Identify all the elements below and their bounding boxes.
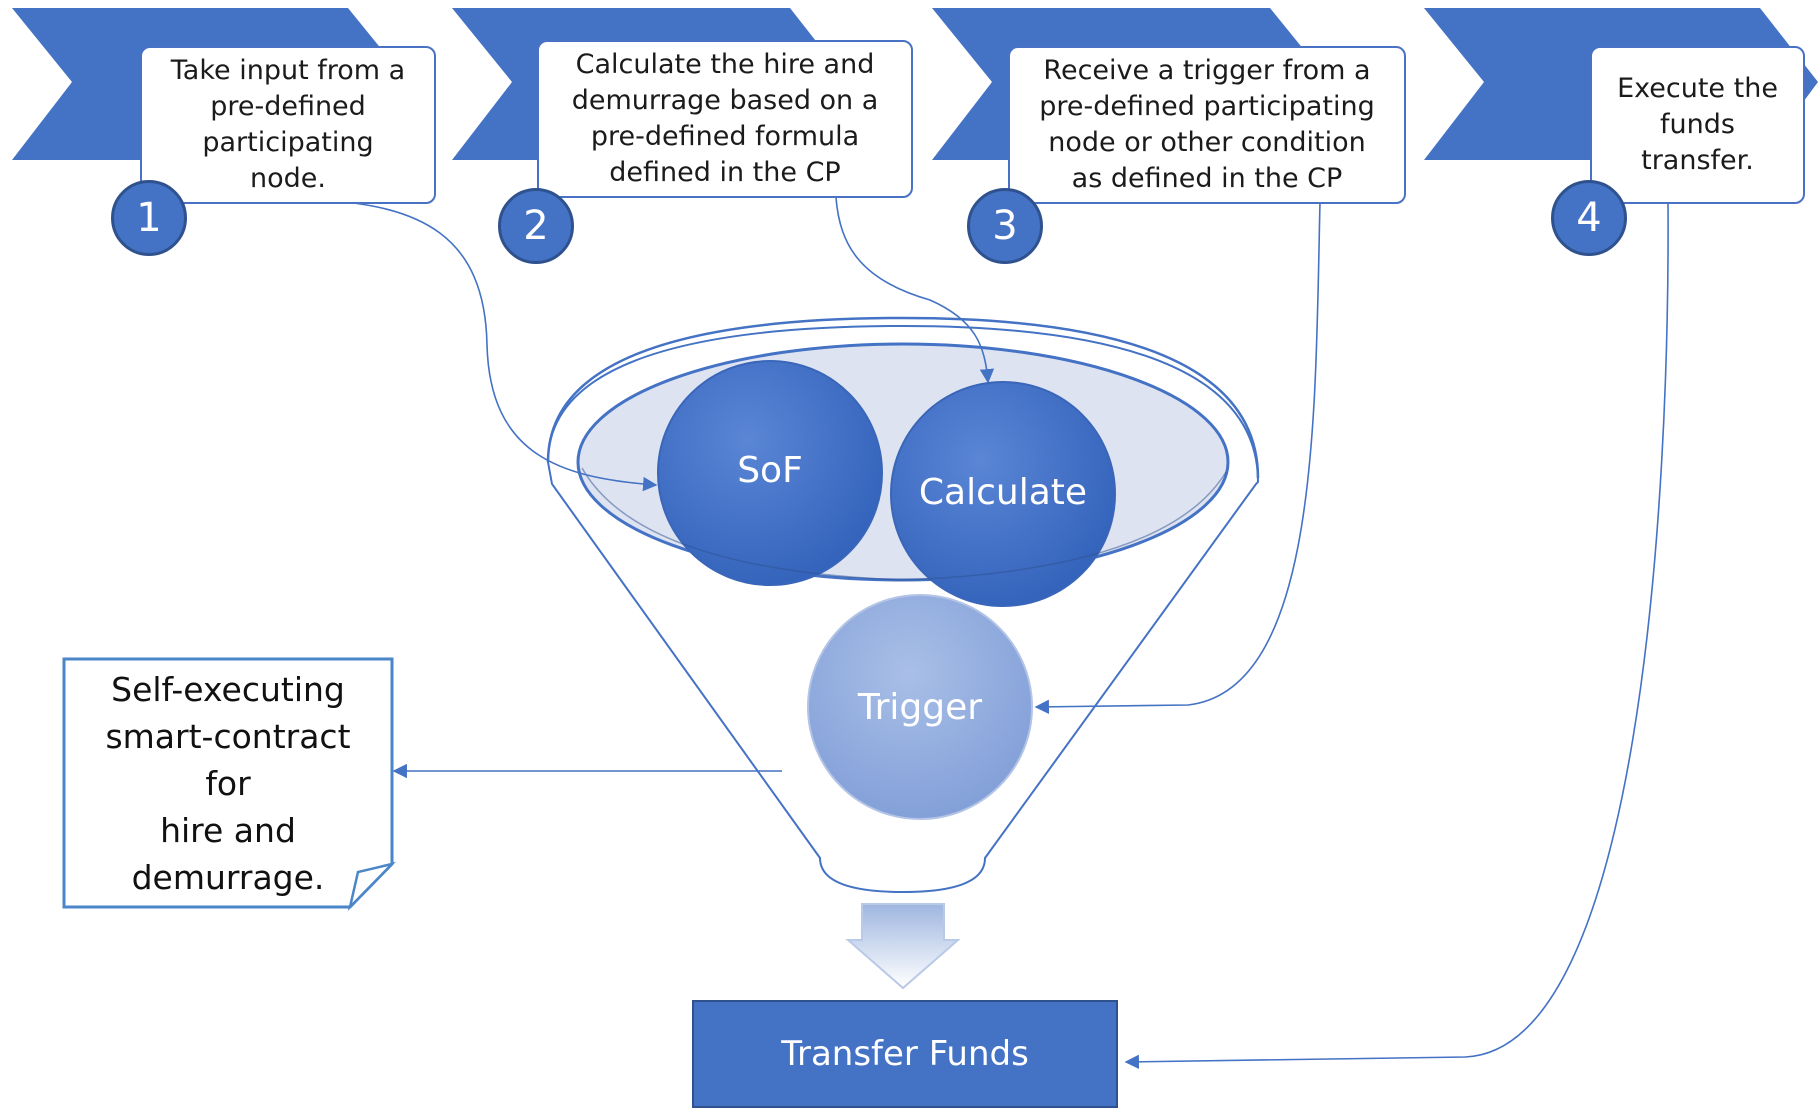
step-1-number: 1 — [111, 180, 187, 256]
connector-step3-to-trigger — [1034, 201, 1321, 715]
trigger-label: Trigger — [857, 686, 983, 728]
step-1-box: Take input from a pre-defined participat… — [140, 46, 436, 204]
step-4-box: Execute the funds transfer. — [1590, 46, 1805, 204]
step-4-number: 4 — [1551, 180, 1627, 256]
calculate-label: Calculate — [918, 471, 1088, 513]
step-3-number: 3 — [967, 188, 1043, 264]
smart-contract-note: Self-executing smart-contract for hire a… — [105, 669, 351, 897]
step-3-box: Receive a trigger from a pre-defined par… — [1008, 46, 1406, 204]
calculate-circle-shape — [890, 381, 1116, 607]
step-2-box: Calculate the hire and demurrage based o… — [537, 40, 913, 198]
funnel-rim — [546, 316, 1260, 479]
sof-circle-shape — [657, 360, 883, 586]
step-2-number: 2 — [498, 188, 574, 264]
down-arrow-icon — [845, 903, 961, 990]
connector-step2-to-calculate — [835, 197, 995, 384]
connector-step1-to-sof — [317, 199, 658, 492]
sof-label: SoF — [737, 449, 803, 491]
connector-step4-to-transfer — [1124, 201, 1669, 1070]
trigger-circle-shape — [807, 594, 1033, 820]
note-fold — [347, 861, 396, 912]
transfer-funds-box: Transfer Funds — [692, 1000, 1118, 1108]
ellipse-overlap-line — [581, 467, 1227, 581]
